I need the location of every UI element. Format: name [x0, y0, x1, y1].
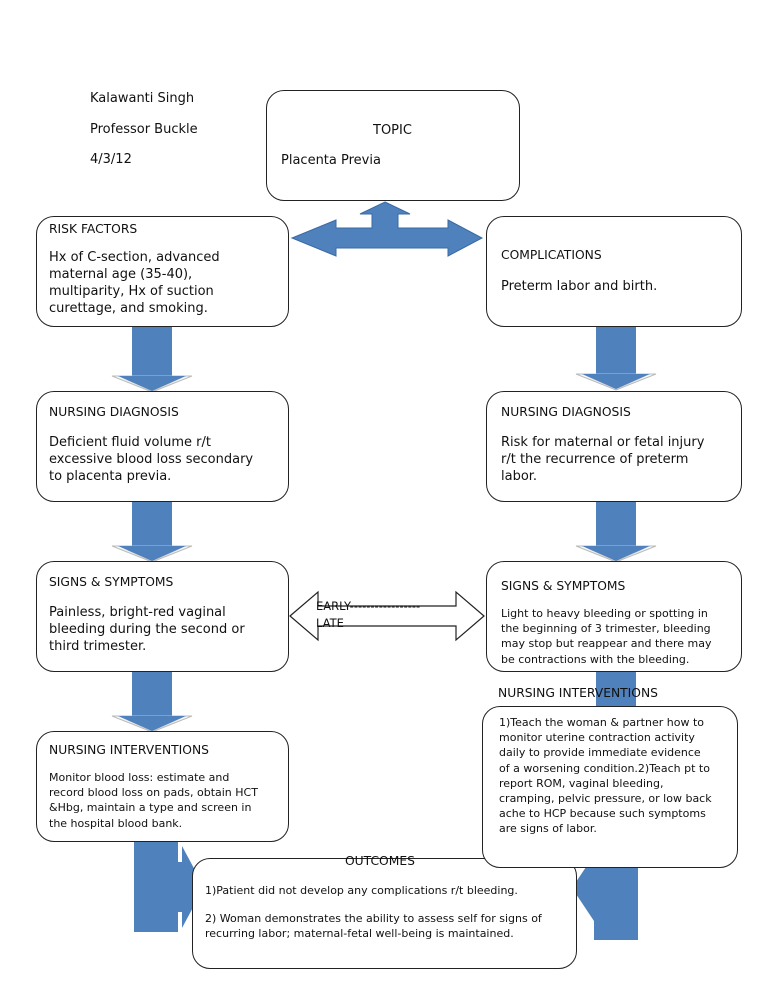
down-arrow-signs-to-interventions — [111, 672, 193, 733]
left-signs-symptoms-text: Painless, bright-red vaginal bleeding du… — [49, 605, 245, 655]
risk-factors-title: RISK FACTORS — [49, 222, 138, 236]
complications-title: COMPLICATIONS — [501, 248, 602, 262]
risk-factors-box: RISK FACTORS Hx of C-section, advanced m… — [36, 216, 289, 327]
left-nursing-interventions-box: NURSING INTERVENTIONS Monitor blood loss… — [36, 731, 289, 842]
right-nursing-diagnosis-text: Risk for maternal or fetal injury r/t th… — [501, 435, 705, 485]
outcomes-box: OUTCOMES 1)Patient did not develop any c… — [192, 854, 577, 969]
author-name: Kalawanti Singh — [90, 91, 195, 106]
topic-label: TOPIC — [373, 123, 412, 138]
early-late-text: EARLY----------------- LATE — [316, 599, 421, 630]
left-signs-symptoms-title: SIGNS & SYMPTOMS — [49, 575, 174, 589]
professor-name: Professor Buckle — [90, 122, 198, 137]
left-signs-symptoms-box: SIGNS & SYMPTOMS Painless, bright-red va… — [36, 561, 289, 672]
right-nursing-diagnosis-box: NURSING DIAGNOSIS Risk for maternal or f… — [486, 391, 742, 502]
outcomes-item-1: 1)Patient did not develop any complicati… — [205, 884, 518, 897]
date-text: 4/3/12 — [90, 152, 132, 167]
early-late-double-arrow — [289, 590, 485, 642]
left-nursing-interventions-title: NURSING INTERVENTIONS — [49, 743, 209, 757]
left-nursing-diagnosis-text: Deficient fluid volume r/t excessive blo… — [49, 435, 254, 485]
topic-box: TOPIC Placenta Previa — [266, 90, 520, 201]
left-nursing-diagnosis-box: NURSING DIAGNOSIS Deficient fluid volume… — [36, 391, 289, 502]
topic-branch-arrow — [290, 201, 484, 257]
left-nursing-interventions-text: Monitor blood loss: estimate and record … — [49, 771, 258, 830]
left-nursing-diagnosis-title: NURSING DIAGNOSIS — [49, 405, 179, 419]
down-arrow-dx-to-signs-right — [575, 502, 657, 563]
complications-text: Preterm labor and birth. — [501, 279, 658, 294]
down-arrow-complications-to-dx — [575, 326, 657, 391]
connector-bar-signs-to-interventions-right — [596, 668, 636, 710]
right-nursing-interventions-title: NURSING INTERVENTIONS — [498, 686, 658, 700]
right-nursing-diagnosis-title: NURSING DIAGNOSIS — [501, 405, 631, 419]
outcomes-title: OUTCOMES — [345, 854, 415, 868]
right-nursing-interventions-text: 1)Teach the woman & partner how to monit… — [499, 716, 712, 836]
down-arrow-dx-to-signs — [111, 502, 193, 563]
right-nursing-interventions-box: 1)Teach the woman & partner how to monit… — [482, 706, 738, 868]
topic-text: Placenta Previa — [281, 153, 381, 168]
right-signs-symptoms-text: Light to heavy bleeding or spotting in t… — [501, 607, 712, 666]
right-signs-symptoms-title: SIGNS & SYMPTOMS — [501, 579, 626, 593]
risk-factors-text: Hx of C-section, advanced maternal age (… — [49, 250, 220, 317]
down-arrow-risk-to-dx — [111, 326, 193, 393]
right-signs-symptoms-box: SIGNS & SYMPTOMS Light to heavy bleeding… — [486, 561, 742, 672]
complications-box: COMPLICATIONS Preterm labor and birth. — [486, 216, 742, 327]
outcomes-item-2: 2) Woman demonstrates the ability to ass… — [205, 912, 542, 941]
